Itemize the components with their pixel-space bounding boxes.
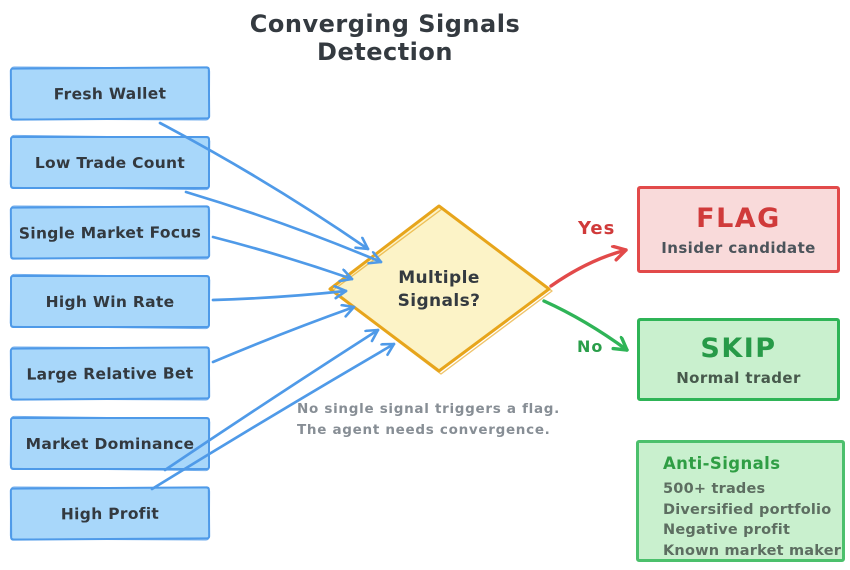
flag-title: FLAG <box>696 202 781 234</box>
note-line-2: The agent needs convergence. <box>297 422 551 438</box>
signal-label: High Win Rate <box>45 292 175 311</box>
anti-signal-item: Diversified portfolio <box>663 501 832 518</box>
decision-node-label: Multiple Signals? <box>340 210 538 368</box>
signal-box-low-trade-count: Low Trade Count <box>10 136 210 189</box>
decision-line-2: Signals? <box>397 290 481 311</box>
arrow-single-market-focus-to-decision <box>211 235 354 279</box>
skip-subtitle: Normal trader <box>676 368 801 387</box>
page-title: Converging Signals Detection <box>249 10 521 66</box>
signal-label: Market Dominance <box>25 434 195 453</box>
arrow-low-trade-count-to-decision <box>184 190 383 262</box>
arrow-high-profit-to-decision <box>150 342 396 491</box>
yes-branch-label: Yes <box>578 218 616 239</box>
skip-outcome-box: SKIP Normal trader <box>637 318 840 401</box>
arrow-high-win-rate-to-decision <box>211 291 348 302</box>
signal-label: Low Trade Count <box>34 153 186 172</box>
convergence-note: No single signal triggers a flag. The ag… <box>297 399 560 441</box>
arrow-fresh-wallet-to-decision <box>158 121 370 251</box>
decision-line-1: Multiple <box>398 267 480 288</box>
flag-subtitle: Insider candidate <box>661 238 816 257</box>
anti-signal-item: 500+ trades <box>663 481 766 497</box>
no-branch-label: No <box>577 337 604 356</box>
signal-box-market-dominance: Market Dominance <box>10 417 210 470</box>
signal-box-high-win-rate: High Win Rate <box>10 275 210 328</box>
arrow-no-to-skip <box>542 299 629 352</box>
anti-signal-item: Negative profit <box>663 522 791 538</box>
skip-title: SKIP <box>700 332 777 364</box>
arrow-yes-to-flag <box>549 250 628 288</box>
note-line-1: No single signal triggers a flag. <box>297 401 560 417</box>
anti-signals-box: Anti-Signals 500+ trades Diversified por… <box>636 440 845 562</box>
arrow-large-relative-bet-to-decision <box>211 307 356 364</box>
flag-outcome-box: FLAG Insider candidate <box>637 186 840 273</box>
anti-signal-item: Known market maker <box>663 542 842 559</box>
arrow-market-dominance-to-decision <box>163 328 380 472</box>
anti-signals-title: Anti-Signals <box>663 454 781 473</box>
